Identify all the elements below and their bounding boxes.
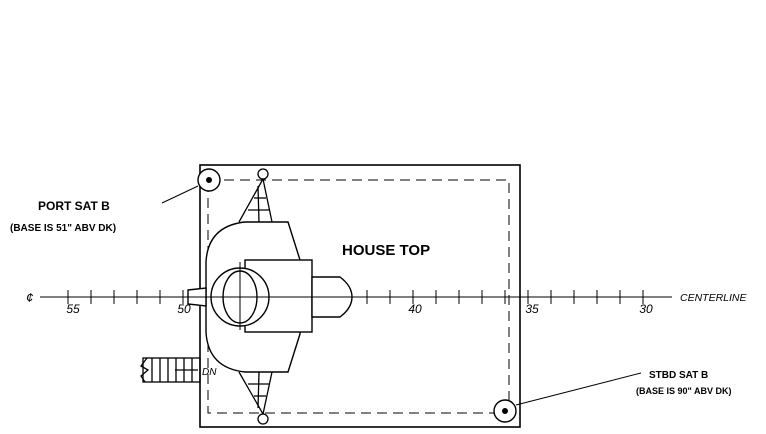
stbd-sat-marker: [493, 372, 642, 423]
port-sat-note: (BASE IS 51" ABV DK): [10, 223, 116, 234]
stairs: [140, 357, 201, 383]
stbd-sat-note: (BASE IS 90" ABV DK): [636, 386, 731, 396]
stairs-down-label: DN: [202, 367, 217, 378]
centerline-symbol: ¢: [26, 290, 33, 305]
tick-label-50: 50: [177, 302, 191, 316]
centerline-label: CENTERLINE: [680, 292, 748, 304]
port-sat-marker: [161, 168, 221, 204]
tick-label-40: 40: [408, 302, 422, 316]
tick-label-55: 55: [66, 302, 80, 316]
house-top-label: HOUSE TOP: [342, 242, 430, 259]
stbd-sat-title: STBD SAT B: [649, 370, 708, 381]
port-sat-title: PORT SAT B: [38, 199, 110, 213]
tick-label-30: 30: [639, 302, 653, 316]
mast-truss: [238, 168, 273, 425]
tick-label-35: 35: [525, 302, 539, 316]
